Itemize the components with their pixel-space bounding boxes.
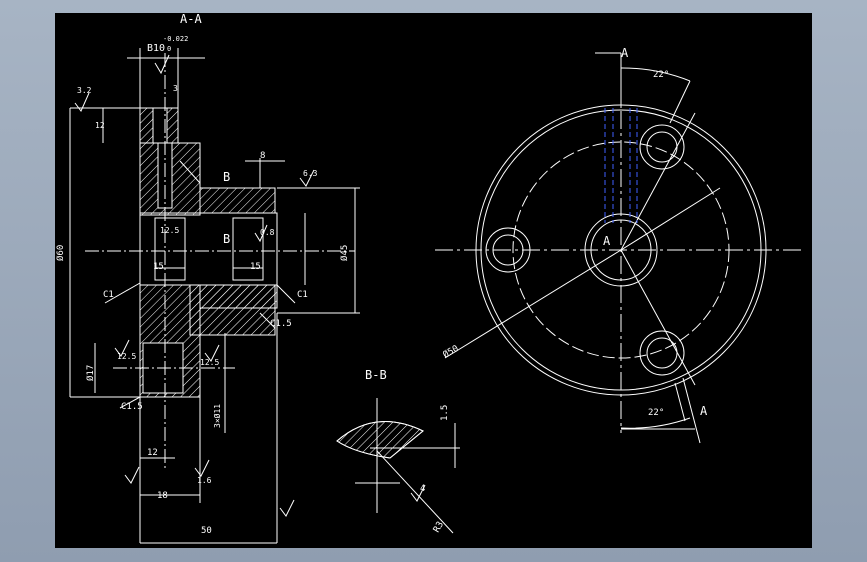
rough-1-6: 1.6 <box>197 476 212 485</box>
view-label-a-top: A <box>621 46 629 60</box>
section-bb-text: B-B 1.5 4 R3 <box>365 368 450 535</box>
cad-drawing: A-A B10 -0.022 0 3 3.2 12 8 B B 6.3 0.8 … <box>55 13 805 544</box>
bore-left <box>154 217 186 281</box>
rough-12-5-bore: 12.5 <box>160 226 179 235</box>
center-label-a: A <box>603 234 611 248</box>
dim-top-small: 3 <box>173 84 178 93</box>
chamfer-c1-left: C1 <box>103 290 114 300</box>
section-bb-view <box>336 398 460 534</box>
dim-12-bottom: 12 <box>147 448 158 458</box>
angle-22-bottom: 22° <box>648 408 664 418</box>
view-label-b-upper: B <box>223 170 230 184</box>
rough-12-5-left: 12.5 <box>117 352 136 361</box>
dim-15-right: 15 <box>250 262 261 272</box>
rough-6-3: 6.3 <box>303 169 318 178</box>
rough-3-2: 3.2 <box>77 86 92 95</box>
hole-bottom <box>639 330 685 376</box>
hub-upper-hatch <box>199 187 276 214</box>
section-bb-label: B-B <box>365 368 387 382</box>
dim-r3: R3 <box>432 520 446 534</box>
tolerance-lower: 0 <box>167 45 171 53</box>
tolerance-upper: -0.022 <box>163 35 188 43</box>
section-aa-label: A-A <box>180 13 202 26</box>
chamfer-c1-right: C1 <box>297 290 308 300</box>
dim-12-top: 12 <box>95 121 105 130</box>
dim-phi60: Ø60 <box>55 245 66 261</box>
rough-0-8: 0.8 <box>260 228 275 237</box>
thread-note: 3×Ø11 <box>212 404 222 428</box>
angle-22-top: 22° <box>653 70 669 80</box>
section-aa-view <box>69 48 360 544</box>
dim-50: 50 <box>201 526 212 536</box>
front-view <box>435 52 805 444</box>
dim-8: 8 <box>260 151 265 161</box>
view-label-b-lower: B <box>223 232 230 246</box>
view-label-a-bottom: A <box>700 404 708 418</box>
dim-18: 18 <box>157 491 168 501</box>
section-aa-text: A-A B10 -0.022 0 3 3.2 12 8 B B 6.3 0.8 … <box>55 13 350 536</box>
dim-1-5: 1.5 <box>440 405 450 421</box>
chamfer-c1-5-right: C1.5 <box>270 319 292 329</box>
dim-4: 4 <box>420 484 425 494</box>
rough-12-5-right: 12.5 <box>200 358 219 367</box>
bore-right <box>232 217 264 281</box>
chamfer-c1-5-bottom: C1.5 <box>121 402 143 412</box>
dim-phi45: Ø45 <box>339 245 350 261</box>
drawing-canvas[interactable]: A-A B10 -0.022 0 3 3.2 12 8 B B 6.3 0.8 … <box>55 13 812 548</box>
front-view-text: A A A 22° 22° Ø50 <box>441 46 708 418</box>
dim-b10: B10 <box>147 43 165 54</box>
dim-phi17: Ø17 <box>85 365 96 381</box>
dim-phi50: Ø50 <box>441 343 461 361</box>
dim-15-left: 15 <box>153 262 164 272</box>
hole-top <box>639 124 685 170</box>
